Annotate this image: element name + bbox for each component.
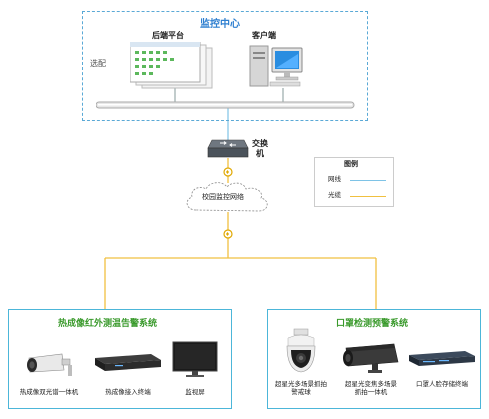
legend-item-fiber-label: 光缆 bbox=[328, 191, 341, 199]
campus-network-cloud-icon bbox=[186, 182, 268, 212]
client-pc-icon bbox=[249, 45, 303, 87]
network-bus bbox=[96, 101, 355, 109]
thermal-system-box bbox=[8, 309, 232, 409]
fiber-node-icon bbox=[223, 229, 233, 239]
switch-icon bbox=[207, 139, 249, 158]
thermal-camera-label: 热成像双光谱一体机 bbox=[19, 388, 79, 396]
mask-storage-terminal-label: 口罩人脸存储终端 bbox=[416, 380, 468, 388]
thermal-access-terminal-icon bbox=[95, 354, 161, 371]
optional-label: 选配 bbox=[90, 59, 106, 68]
legend-item-fiber-swatch bbox=[350, 196, 386, 197]
mask-system-title: 口罩检测预警系统 bbox=[336, 319, 409, 329]
thermal-system-title: 热成像红外测温告警系统 bbox=[58, 319, 158, 329]
monitor-center-box bbox=[82, 11, 368, 121]
monitor-center-title: 监控中心 bbox=[200, 19, 240, 30]
mask-storage-terminal-icon bbox=[409, 351, 475, 366]
switch-label: 交换 机 bbox=[252, 139, 268, 158]
legend-item-cable-swatch bbox=[350, 180, 386, 181]
campus-network-label: 校园监控网络 bbox=[202, 193, 244, 201]
backend-platform-icon bbox=[130, 42, 213, 89]
mask-system-box bbox=[267, 309, 481, 409]
thermal-camera-icon bbox=[27, 353, 72, 376]
speed-dome-camera-icon bbox=[286, 328, 316, 373]
zoom-bullet-camera-label: 超星光变焦多场景 抓拍一体机 bbox=[345, 380, 397, 397]
monitor-screen-icon bbox=[172, 341, 218, 377]
legend-item-cable-label: 网线 bbox=[328, 175, 341, 183]
backend-platform-label: 后端平台 bbox=[152, 31, 184, 40]
legend-title: 图例 bbox=[344, 160, 358, 168]
speed-dome-camera-label: 超星光多场景抓拍 警戒球 bbox=[275, 380, 327, 397]
monitor-screen-label: 监视屏 bbox=[185, 388, 205, 396]
fiber-node-icon bbox=[223, 167, 233, 177]
client-label: 客户端 bbox=[252, 31, 276, 40]
thermal-access-terminal-label: 热成像接入终端 bbox=[105, 388, 151, 396]
zoom-bullet-camera-icon bbox=[343, 343, 399, 373]
legend-box bbox=[314, 157, 394, 207]
